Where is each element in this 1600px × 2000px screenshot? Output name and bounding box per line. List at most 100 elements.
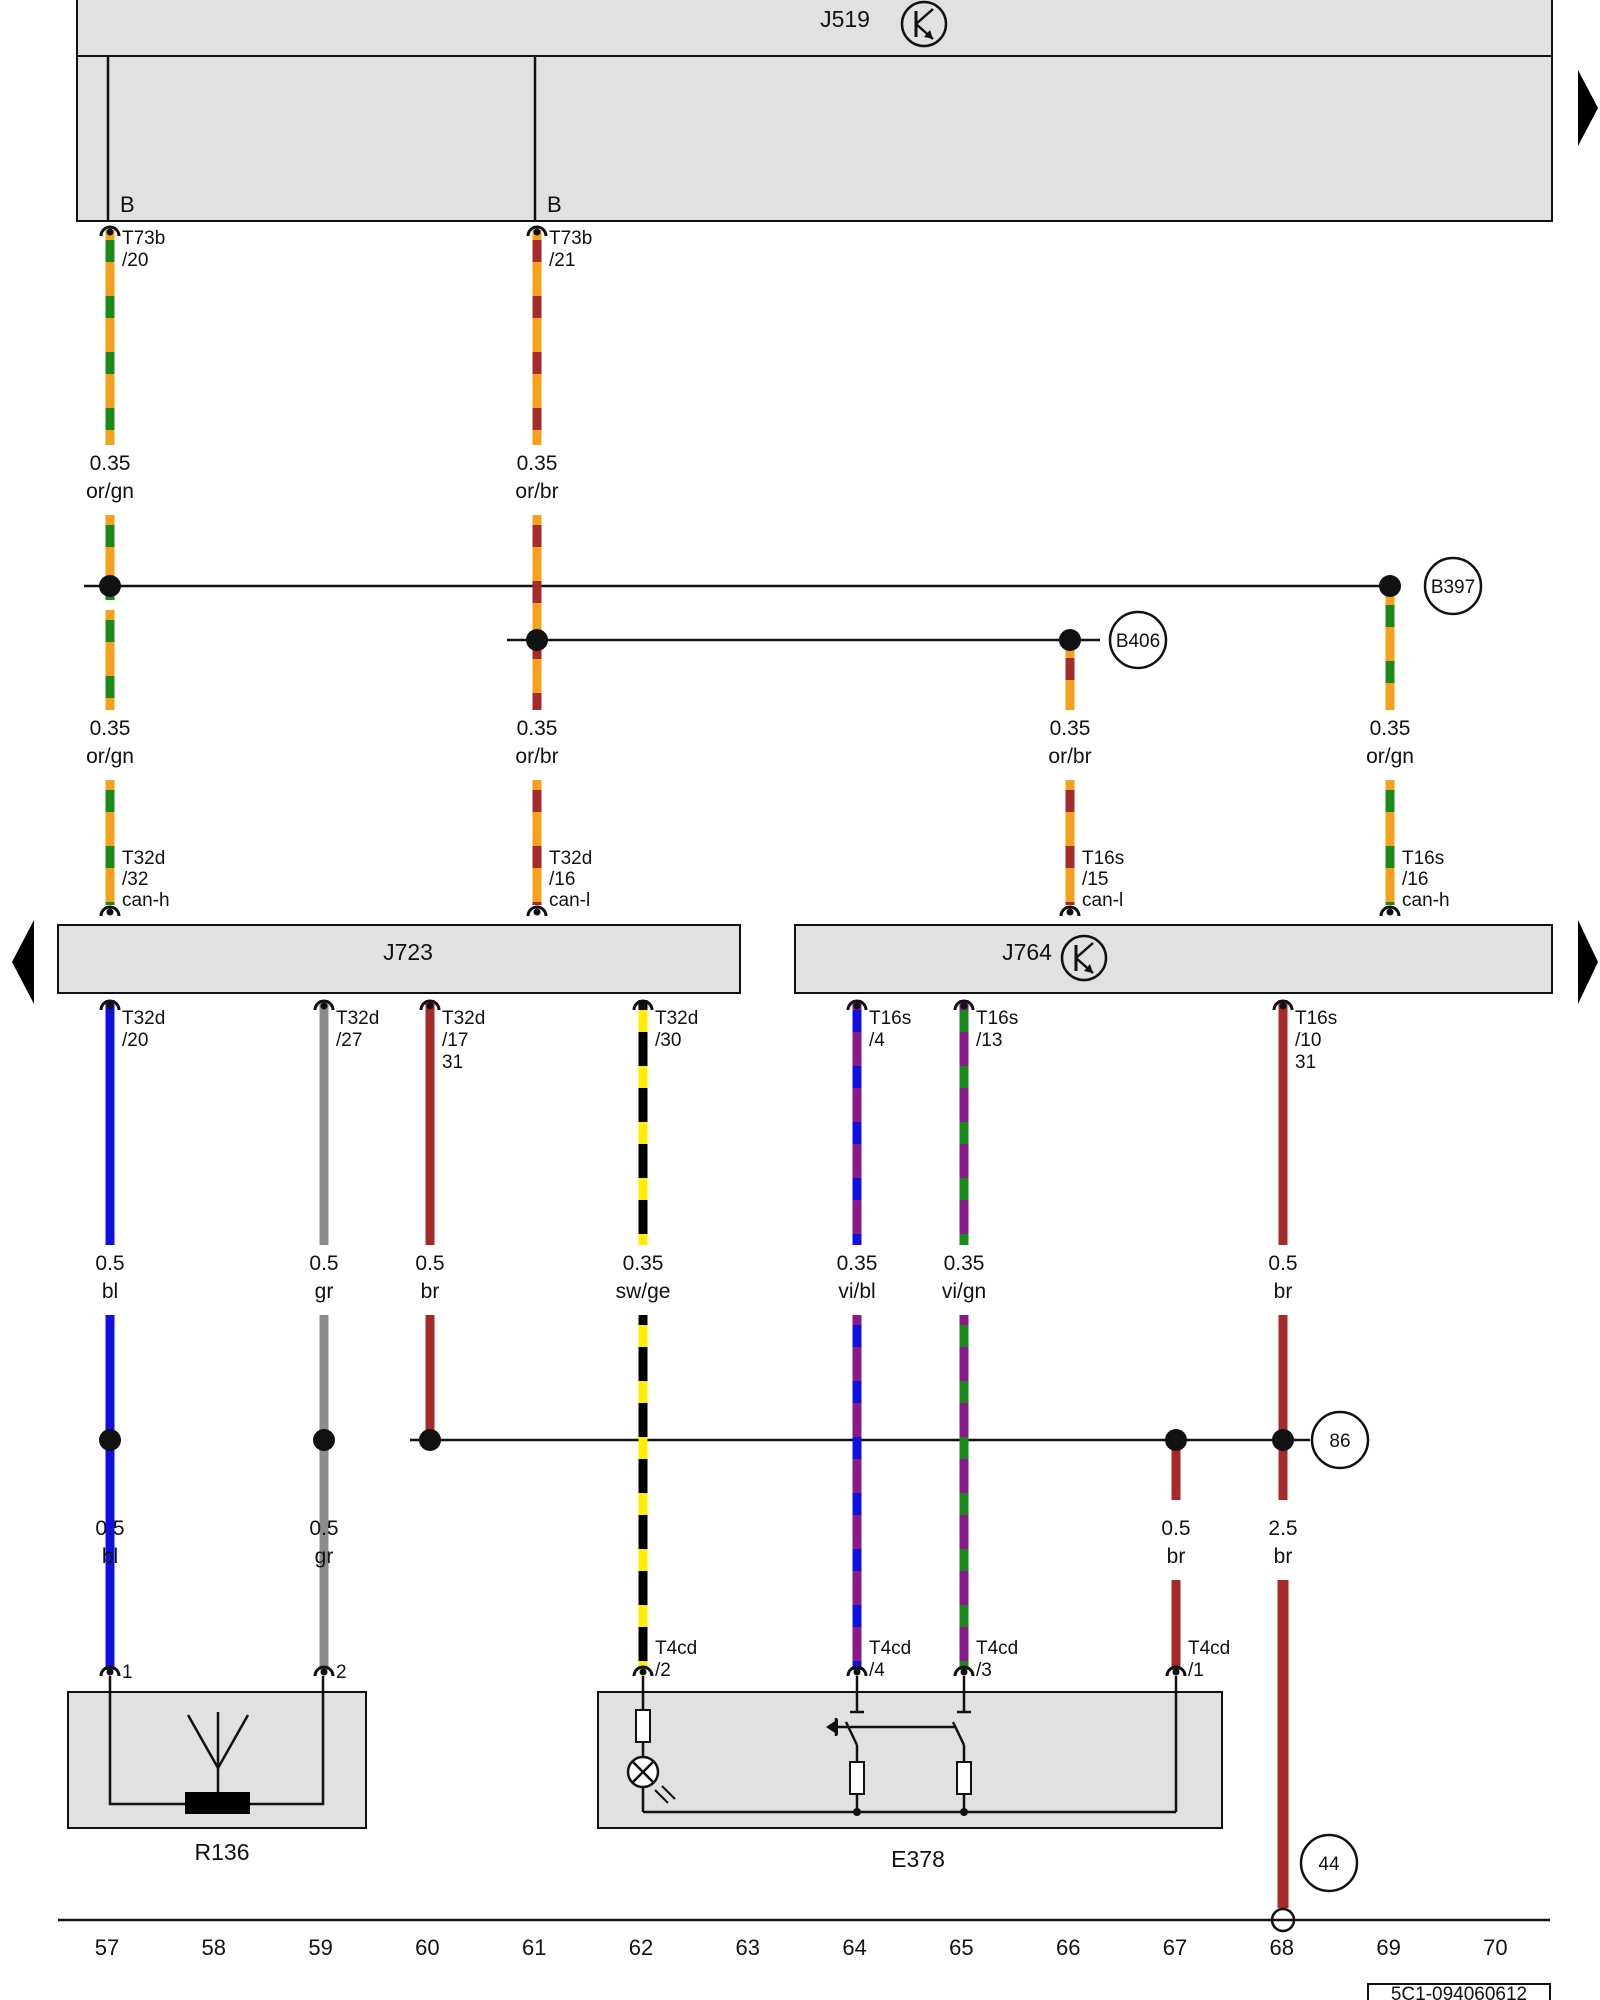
node-86-label: 86 xyxy=(1329,1431,1350,1452)
node-b397-label: B397 xyxy=(1431,577,1475,598)
junction-dot xyxy=(1379,575,1401,597)
wire-size: 0.5 xyxy=(309,1252,338,1275)
pin-label-line: T4cd xyxy=(655,1638,697,1659)
connector-pin-t32d30[interactable]: T32d/30 xyxy=(632,999,698,1051)
junction-dot xyxy=(526,629,548,651)
bus-label-left: B xyxy=(120,192,135,217)
connector-pin-t32d27[interactable]: T32d/27 xyxy=(313,999,379,1051)
wire-color-code: or/gn xyxy=(86,745,134,768)
node-b397-circle[interactable] xyxy=(1423,556,1483,616)
pin-label-line: /15 xyxy=(1082,869,1108,890)
wire-label-w5: 0.35 or/br xyxy=(1048,717,1091,768)
pin-label-line: T4cd xyxy=(1188,1638,1230,1659)
pin-label-line: T32d xyxy=(549,848,592,869)
connector-pin-t73b20[interactable]: T73b/20 xyxy=(99,225,165,271)
connector-pin-t4cd2[interactable]: T4cd/2 xyxy=(632,1638,697,1681)
node-44-circle[interactable] xyxy=(1299,1833,1359,1893)
wire-size: 0.35 xyxy=(944,1252,985,1275)
junctions-layer xyxy=(99,575,1401,1451)
node-b406-circle[interactable] xyxy=(1108,610,1168,670)
wire-size: 0.5 xyxy=(415,1252,444,1275)
wire-color-code: or/gn xyxy=(86,480,134,503)
pin-label-line: /3 xyxy=(976,1660,992,1681)
pin-label-line: can-h xyxy=(1402,890,1450,911)
pin-label-line: 2 xyxy=(336,1662,347,1683)
grid-number: 58 xyxy=(202,1935,226,1960)
node-86-circle[interactable] xyxy=(1310,1410,1370,1470)
pin-label-line: /4 xyxy=(869,1030,885,1051)
grid-number: 65 xyxy=(949,1935,973,1960)
e378-internal-circuit xyxy=(626,1676,1178,1816)
connector-pin-t16s13[interactable]: T16s/13 xyxy=(953,999,1018,1051)
page-continue-arrow-right-icon[interactable] xyxy=(1578,70,1598,146)
node-b406-label: B406 xyxy=(1116,631,1160,652)
connector-pin-r1[interactable]: 1 xyxy=(99,1662,133,1683)
j764-box xyxy=(794,924,1553,994)
connector-pin-r2[interactable]: 2 xyxy=(313,1662,347,1683)
pin-label-line: /1 xyxy=(1188,1660,1204,1681)
connector-pin-t73b21[interactable]: T73b/21 xyxy=(526,225,592,271)
wire-color-code: br xyxy=(421,1280,440,1303)
connector-pin-t16s4[interactable]: T16s/4 xyxy=(846,999,911,1051)
pin-label-line: T32d xyxy=(442,1008,485,1029)
pin-label-line: /16 xyxy=(1402,869,1428,890)
pin-label-line: /20 xyxy=(122,1030,148,1051)
grid-number: 66 xyxy=(1056,1935,1080,1960)
grid-number: 61 xyxy=(522,1935,546,1960)
wire-size: 0.35 xyxy=(837,1252,878,1275)
wire-color-code: or/br xyxy=(1048,745,1091,768)
j519-body-box xyxy=(76,55,1553,222)
wire-label-w17: 2.5br xyxy=(1268,1517,1297,1568)
antenna-icon xyxy=(186,1712,250,1792)
wire-size: 0.35 xyxy=(1050,717,1091,740)
pin-label-line: /13 xyxy=(976,1030,1002,1051)
pin-label-line: /30 xyxy=(655,1030,681,1051)
pins-layer: T73b/20T73b/21T32d/32can-hT32d/16can-lT1… xyxy=(99,225,1450,1683)
wire-label-w7: 0.5bl xyxy=(95,1252,124,1303)
pin-label-line: /16 xyxy=(549,869,575,890)
pin-label-line: /10 xyxy=(1295,1030,1321,1051)
wire-size: 0.35 xyxy=(517,717,558,740)
connector-pin-t4cd4[interactable]: T4cd/4 xyxy=(846,1638,911,1681)
pin-label-line: /32 xyxy=(122,869,148,890)
wire-color-code: vi/bl xyxy=(838,1280,875,1303)
wire-labels-layer: 0.35or/gn0.35or/br0.35or/gn0.35or/br0.35… xyxy=(86,452,1414,1568)
connector-pin-t4cd3[interactable]: T4cd/3 xyxy=(953,1638,1018,1681)
grid-number: 62 xyxy=(629,1935,653,1960)
connector-pin-t32d20[interactable]: T32d/20 xyxy=(99,999,165,1051)
connector-pin-t4cd1[interactable]: T4cd/1 xyxy=(1165,1638,1230,1681)
grid-number: 64 xyxy=(842,1935,866,1960)
pin-label-line: T32d xyxy=(122,1008,165,1029)
pin-label-line: /17 xyxy=(442,1030,468,1051)
pin-label-line: can-l xyxy=(1082,890,1123,911)
pin-label-line: 1 xyxy=(122,1662,133,1683)
grid-number: 68 xyxy=(1270,1935,1294,1960)
pin-label-line: 31 xyxy=(442,1052,463,1073)
pin-label-line: /4 xyxy=(869,1660,885,1681)
wire-size: 0.35 xyxy=(1370,717,1411,740)
pin-label-line: /20 xyxy=(122,250,148,271)
wire-size: 0.5 xyxy=(1268,1252,1297,1275)
wire-size: 0.5 xyxy=(1161,1517,1190,1540)
pin-label-line: T4cd xyxy=(869,1638,911,1659)
diagram-ref-box xyxy=(1367,1983,1551,2000)
wire-color-code: br xyxy=(1274,1280,1293,1303)
page-continue-arrow-left-icon[interactable] xyxy=(12,920,34,1004)
grid-number: 59 xyxy=(308,1935,332,1960)
wire-color-code: or/br xyxy=(515,745,558,768)
r136-element xyxy=(185,1792,250,1814)
page-continue-arrow-right-icon[interactable] xyxy=(1578,920,1598,1004)
grid-number: 67 xyxy=(1163,1935,1187,1960)
node-44-label: 44 xyxy=(1318,1854,1340,1875)
